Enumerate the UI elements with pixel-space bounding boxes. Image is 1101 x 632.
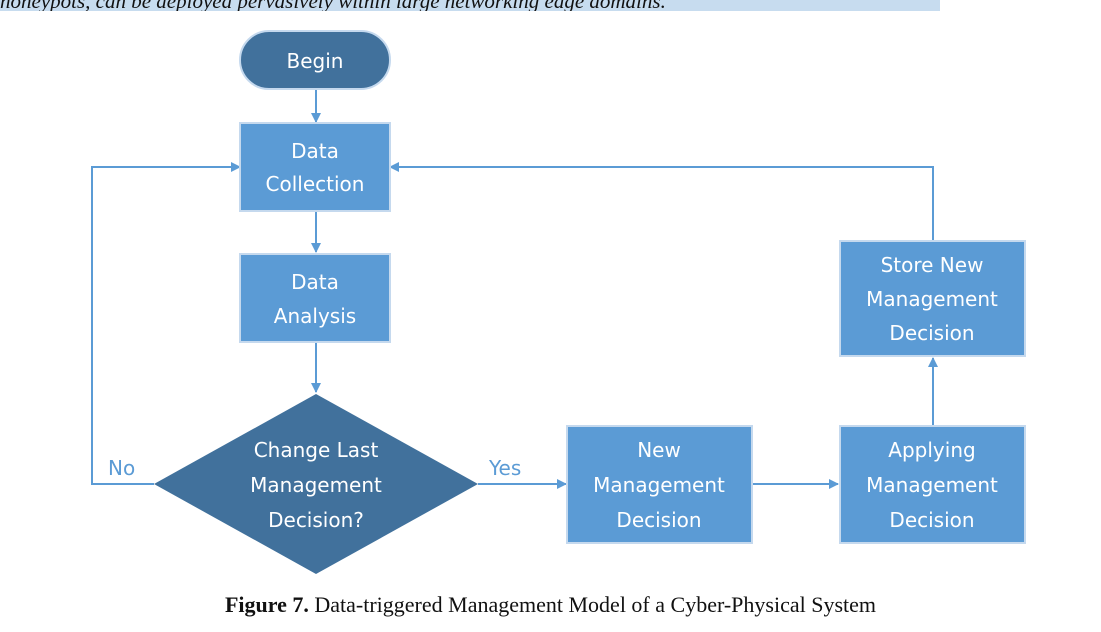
store-line-3: Decision xyxy=(889,321,974,345)
apply-line-3: Decision xyxy=(889,508,974,532)
new-decision-line-1: New xyxy=(637,438,681,462)
figure-caption-text: Data-triggered Management Model of a Cyb… xyxy=(314,592,877,617)
begin-node: Begin xyxy=(239,30,391,90)
applying-management-decision-node: Applying Management Decision xyxy=(839,425,1026,544)
figure-caption: Figure 7. Data-triggered Management Mode… xyxy=(0,592,1101,618)
decision-line-3: Decision? xyxy=(268,508,364,532)
edge-label-no: No xyxy=(108,456,135,480)
edge-no-loop xyxy=(91,162,241,485)
new-decision-line-3: Decision xyxy=(616,508,701,532)
store-line-2: Management xyxy=(866,287,998,311)
edge-label-yes: Yes xyxy=(488,456,521,480)
data-analysis-line-1: Data xyxy=(291,270,339,294)
new-decision-line-2: Management xyxy=(593,473,725,497)
data-analysis-line-2: Analysis xyxy=(274,304,356,328)
begin-label: Begin xyxy=(287,49,344,73)
store-new-management-decision-node: Store New Management Decision xyxy=(839,240,1026,357)
data-collection-line-1: Data xyxy=(291,139,339,163)
apply-line-2: Management xyxy=(866,473,998,497)
new-management-decision-node: New Management Decision xyxy=(566,425,753,544)
store-line-1: Store New xyxy=(881,253,984,277)
cropped-body-text: honeypots, can be deployed pervasively w… xyxy=(0,0,940,11)
figure-caption-label: Figure 7. xyxy=(224,592,309,617)
change-decision-node: Change Last Management Decision? xyxy=(154,394,478,574)
edge-store-to-collection xyxy=(389,162,934,240)
decision-line-1: Change Last xyxy=(254,438,379,462)
data-collection-line-2: Collection xyxy=(266,172,365,196)
data-analysis-node: Data Analysis xyxy=(239,253,391,343)
decision-line-2: Management xyxy=(250,473,382,497)
connectors xyxy=(91,90,938,489)
data-collection-node: Data Collection xyxy=(239,122,391,212)
apply-line-1: Applying xyxy=(888,438,975,462)
flowchart: Begin Data Collection Data Analysis Chan… xyxy=(91,30,1026,574)
